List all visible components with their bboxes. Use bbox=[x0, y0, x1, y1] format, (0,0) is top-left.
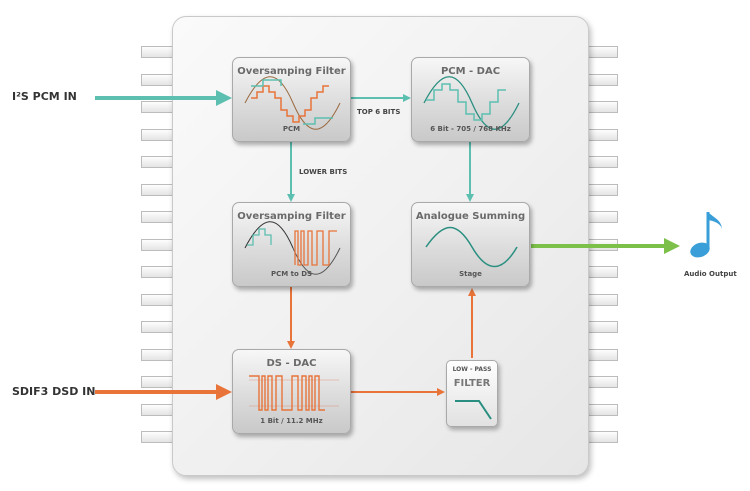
block-lowpass-filter: LOW - PASS FILTER bbox=[446, 360, 498, 427]
block-title: PCM - DAC bbox=[440, 66, 501, 77]
block-ds-dac: DS - DAC 1 Bit / 11.2 MHz bbox=[232, 349, 351, 434]
staircase-sine-graphic bbox=[244, 76, 341, 130]
lowpass-curve-icon bbox=[455, 400, 492, 420]
block-title: Oversamping Filter bbox=[237, 211, 346, 222]
sine-to-pdm-graphic bbox=[244, 221, 341, 275]
filter-type-label: LOW - PASS bbox=[452, 366, 492, 373]
output-label: Audio Output bbox=[684, 270, 737, 278]
block-oversampling-pcm-to-ds: Oversamping Filter PCM to DS bbox=[232, 202, 351, 287]
block-title: Analogue Summing bbox=[415, 211, 526, 222]
block-subtitle: PCM to DS bbox=[270, 270, 313, 278]
block-subtitle: Stage bbox=[459, 270, 482, 278]
input-label-sdif3-dsd: SDIF3 DSD IN bbox=[12, 385, 96, 398]
label-top-6-bits: TOP 6 BITS bbox=[357, 108, 401, 116]
pdm-graphic bbox=[249, 375, 339, 411]
sine-graphic bbox=[425, 226, 518, 268]
music-note-icon bbox=[690, 212, 722, 258]
label-lower-bits: LOWER BITS bbox=[299, 168, 348, 176]
sine-steps-graphic bbox=[423, 76, 520, 130]
block-oversampling-pcm: Oversamping Filter PCM bbox=[232, 57, 351, 142]
block-subtitle: PCM bbox=[282, 125, 301, 133]
block-analogue-summing: Analogue Summing Stage bbox=[411, 202, 530, 287]
filter-title: FILTER bbox=[453, 378, 491, 389]
block-title: Oversamping Filter bbox=[237, 66, 346, 77]
input-label-i2s-pcm: I²S PCM IN bbox=[12, 90, 77, 103]
block-subtitle: 6 Bit - 705 / 768 KHz bbox=[430, 125, 511, 133]
block-title: DS - DAC bbox=[266, 358, 317, 369]
block-pcm-dac: PCM - DAC 6 Bit - 705 / 768 KHz bbox=[411, 57, 530, 142]
block-subtitle: 1 Bit / 11.2 MHz bbox=[260, 417, 323, 425]
